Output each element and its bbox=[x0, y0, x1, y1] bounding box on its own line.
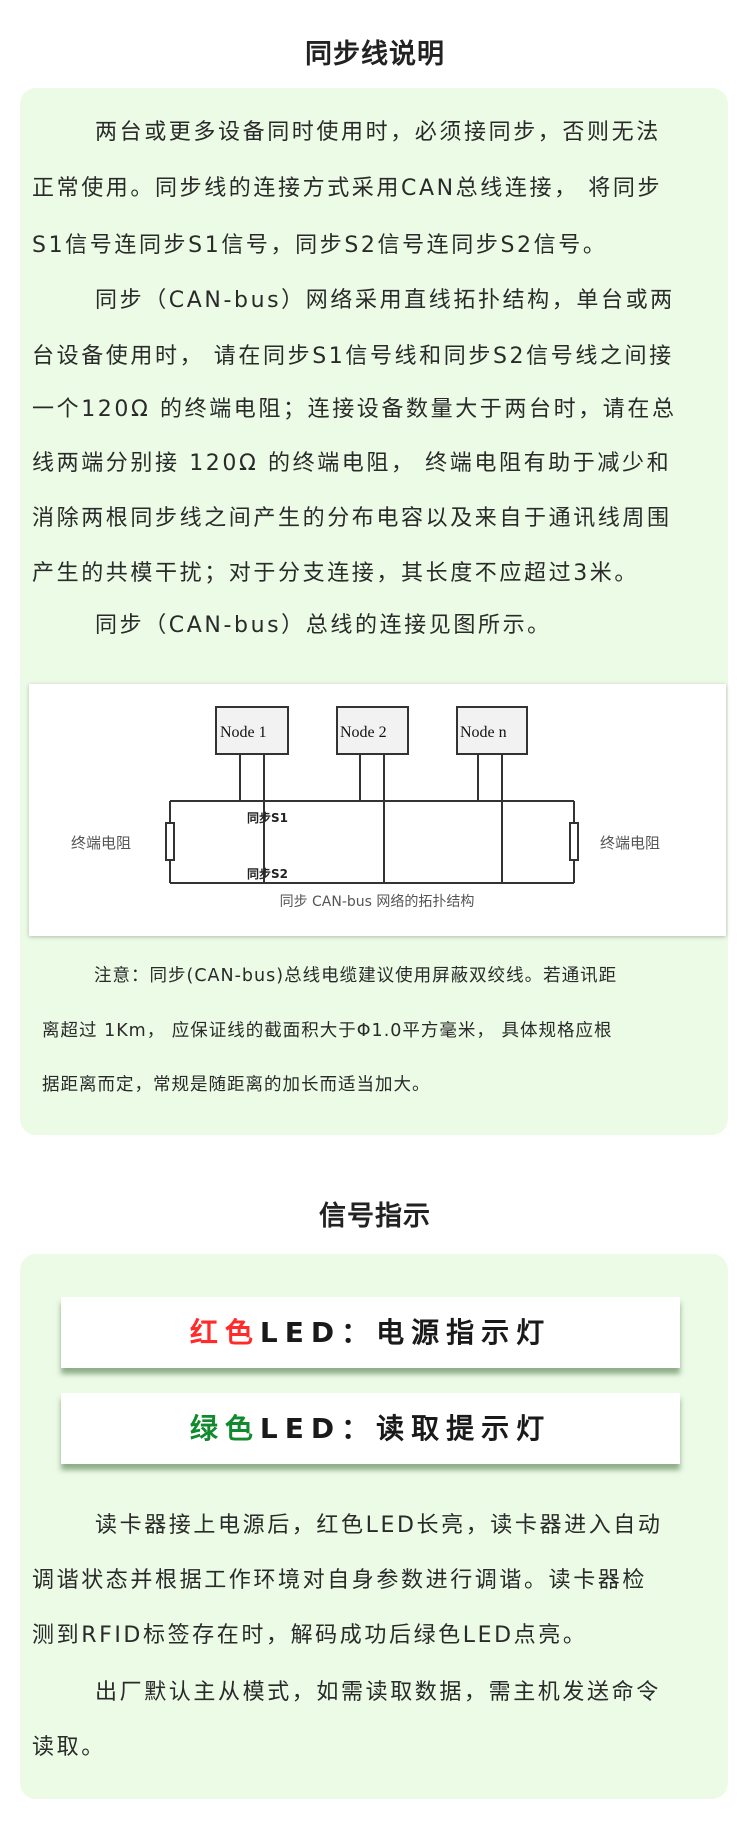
paragraph-line: S1信号连同步S1信号，同步S2信号连同步S2信号。 bbox=[32, 233, 608, 258]
node-n-label: Node n bbox=[460, 724, 507, 741]
resistor-right-label: 终端电阻 bbox=[600, 834, 660, 852]
paragraph-line: 读取。 bbox=[32, 1735, 106, 1760]
note-line: 据距离而定，常规是随距离的加长而适当加大。 bbox=[42, 1075, 431, 1095]
s1-label: 同步S1 bbox=[247, 810, 288, 825]
paragraph-line: 一个120Ω 的终端电阻；连接设备数量大于两台时，请在总 bbox=[32, 397, 677, 422]
resistor-right bbox=[569, 822, 579, 861]
red-led-text: LED：电源指示灯 bbox=[259, 1316, 552, 1349]
node-n-box bbox=[456, 706, 528, 755]
paragraph-line: 产生的共模干扰；对于分支连接，其长度不应超过3米。 bbox=[32, 561, 639, 586]
paragraph-line: 线两端分别接 120Ω 的终端电阻， 终端电阻有助于减少和 bbox=[32, 451, 672, 476]
paragraph-line: 同步（CAN-bus）总线的连接见图所示。 bbox=[95, 613, 552, 638]
s2-label: 同步S2 bbox=[247, 866, 288, 881]
resistor-left bbox=[165, 822, 175, 861]
green-led-banner: 绿色LED：读取提示灯 bbox=[61, 1393, 680, 1464]
section-title-sync-line: 同步线说明 bbox=[305, 39, 445, 70]
resistor-left-label: 终端电阻 bbox=[71, 834, 131, 852]
paragraph-line: 读卡器接上电源后，红色LED长亮，读卡器进入自动 bbox=[95, 1513, 663, 1538]
node-wires bbox=[239, 754, 503, 883]
green-word: 绿色 bbox=[189, 1412, 260, 1445]
paragraph-line: 同步（CAN-bus）网络采用直线拓扑结构，单台或两 bbox=[95, 288, 675, 313]
bus-lines bbox=[169, 800, 575, 884]
green-led-text: LED：读取提示灯 bbox=[259, 1412, 552, 1445]
node-1-label: Node 1 bbox=[220, 724, 267, 741]
paragraph-line: 出厂默认主从模式，如需读取数据，需主机发送命令 bbox=[95, 1680, 661, 1705]
red-word: 红色 bbox=[189, 1316, 260, 1349]
paragraph-line: 测到RFID标签存在时，解码成功后绿色LED点亮。 bbox=[32, 1623, 588, 1648]
sync-line-card bbox=[20, 88, 728, 1135]
note-line: 离超过 1Km， 应保证线的截面积大于Φ1.0平方毫米， 具体规格应根 bbox=[42, 1021, 613, 1041]
node-1-box bbox=[215, 706, 289, 755]
paragraph-line: 正常使用。同步线的连接方式采用CAN总线连接， 将同步 bbox=[32, 176, 663, 201]
node-2-box bbox=[336, 706, 409, 755]
note-line: 注意：同步(CAN-bus)总线电缆建议使用屏蔽双绞线。若通讯距 bbox=[94, 966, 618, 986]
paragraph-line: 台设备使用时， 请在同步S1信号线和同步S2信号线之间接 bbox=[32, 344, 674, 369]
diagram-caption: 同步 CAN-bus 网络的拓扑结构 bbox=[280, 894, 475, 910]
paragraph-line: 两台或更多设备同时使用时，必须接同步，否则无法 bbox=[95, 120, 661, 145]
can-bus-topology-diagram: Node 1 Node 2 Node n 同步S1 同步S2 终端电阻 终端电阻… bbox=[29, 684, 726, 936]
paragraph-line: 消除两根同步线之间产生的分布电容以及来自于通讯线周围 bbox=[32, 506, 672, 531]
red-led-banner: 红色LED：电源指示灯 bbox=[61, 1297, 680, 1368]
paragraph-line: 调谐状态并根据工作环境对自身参数进行调谐。读卡器检 bbox=[32, 1568, 648, 1593]
section-title-signal: 信号指示 bbox=[319, 1201, 431, 1232]
node-2-label: Node 2 bbox=[340, 724, 387, 741]
